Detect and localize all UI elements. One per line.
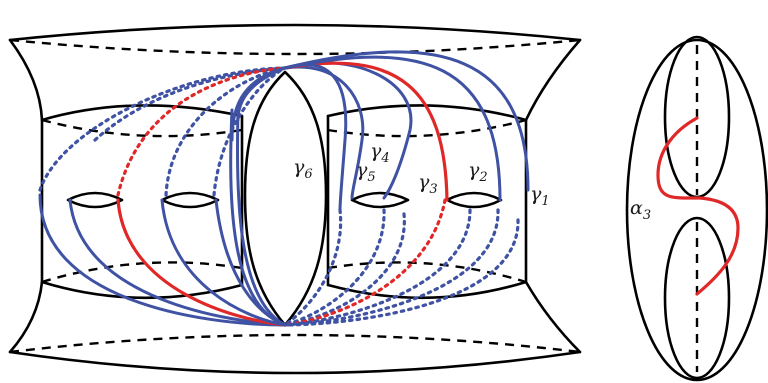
label-gamma2: γ2 bbox=[468, 159, 488, 185]
central-hole bbox=[243, 70, 328, 327]
alpha3-curve bbox=[656, 116, 740, 296]
right-cylinder bbox=[326, 104, 528, 300]
label-alpha3: α3 bbox=[630, 197, 651, 223]
label-gamma3: γ3 bbox=[418, 171, 438, 197]
label-gamma1: γ1 bbox=[530, 183, 550, 209]
right-surface bbox=[625, 35, 768, 382]
left-cylinder bbox=[40, 104, 244, 300]
curves-front bbox=[38, 50, 530, 327]
label-gamma4: γ4 bbox=[370, 140, 390, 166]
surface-outline bbox=[8, 23, 582, 375]
curves-back bbox=[38, 66, 520, 327]
label-gamma6: γ6 bbox=[293, 156, 313, 182]
label-gamma5: γ5 bbox=[356, 159, 376, 185]
